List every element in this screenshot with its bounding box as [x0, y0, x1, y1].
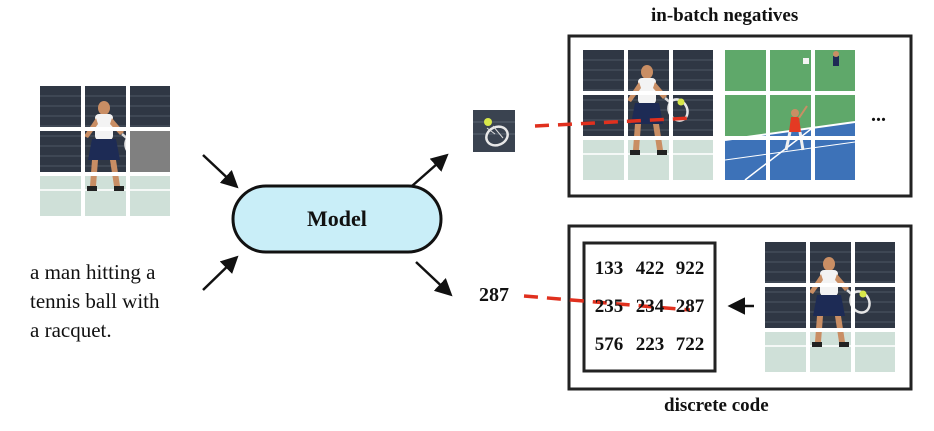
- in-batch-negatives-panel: [567, 34, 913, 198]
- arrow-icon: [411, 153, 449, 187]
- code-cell: 722: [675, 334, 705, 355]
- top-panel-title: in-batch negatives: [651, 5, 799, 26]
- predicted-patch: [471, 108, 517, 154]
- match-dashed-line-bottom: [523, 294, 691, 312]
- match-dashed-line-top: [534, 116, 693, 128]
- negative-image-2: [725, 50, 855, 180]
- negative-image-1: [583, 50, 713, 180]
- bottom-panel-title: discrete code: [664, 395, 769, 416]
- code-cell: 234: [635, 296, 665, 317]
- masked-patch: [130, 131, 170, 172]
- arrow-icon: [202, 154, 239, 189]
- text-caption: a man hitting a tennis ball with a racqu…: [30, 258, 160, 345]
- code-cell: 576: [594, 334, 624, 355]
- arrow-icon: [202, 255, 239, 291]
- code-cell: 223: [635, 334, 665, 355]
- code-cell: 287: [675, 296, 705, 317]
- arrow-icon: [415, 261, 453, 297]
- predicted-code: 287: [479, 284, 509, 306]
- model-label: Model: [307, 206, 367, 231]
- code-cell: 133: [594, 258, 624, 279]
- code-cell: 922: [675, 258, 705, 279]
- model-box: [231, 184, 443, 254]
- discrete-code-panel: [567, 224, 913, 391]
- caption-line: a racquet.: [30, 318, 112, 342]
- code-cell: 235: [594, 296, 624, 317]
- code-cell: 422: [635, 258, 665, 279]
- caption-line: tennis ball with: [30, 289, 160, 313]
- ellipsis: ...: [871, 104, 886, 126]
- tokenized-image: [765, 242, 895, 372]
- input-image-patches: [40, 86, 170, 216]
- caption-line: a man hitting a: [30, 260, 156, 284]
